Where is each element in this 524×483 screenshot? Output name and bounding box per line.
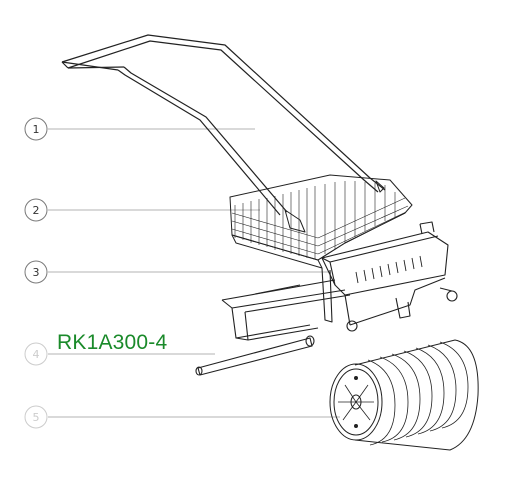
callout-labels: 1 2 3 4 5 bbox=[33, 123, 40, 424]
frame-part bbox=[195, 221, 458, 376]
leader-lines bbox=[48, 128, 340, 418]
callout-label-4: 4 bbox=[33, 348, 40, 361]
callout-circle-2 bbox=[24, 198, 48, 222]
callout-circle-3 bbox=[24, 260, 48, 284]
basket-part bbox=[229, 174, 413, 269]
callout-circle-4 bbox=[24, 342, 48, 366]
callout-label-3: 3 bbox=[33, 266, 40, 279]
callout-label-2: 2 bbox=[33, 204, 40, 217]
roller-part bbox=[329, 339, 479, 451]
callout-label-5: 5 bbox=[33, 411, 40, 424]
callout-circle-1 bbox=[24, 117, 48, 141]
callout-circles bbox=[24, 117, 48, 429]
handle-part bbox=[61, 34, 386, 216]
callout-circle-5 bbox=[24, 405, 48, 429]
callout-label-1: 1 bbox=[33, 123, 40, 136]
part-code-label: RK1A300-4 bbox=[57, 331, 168, 354]
